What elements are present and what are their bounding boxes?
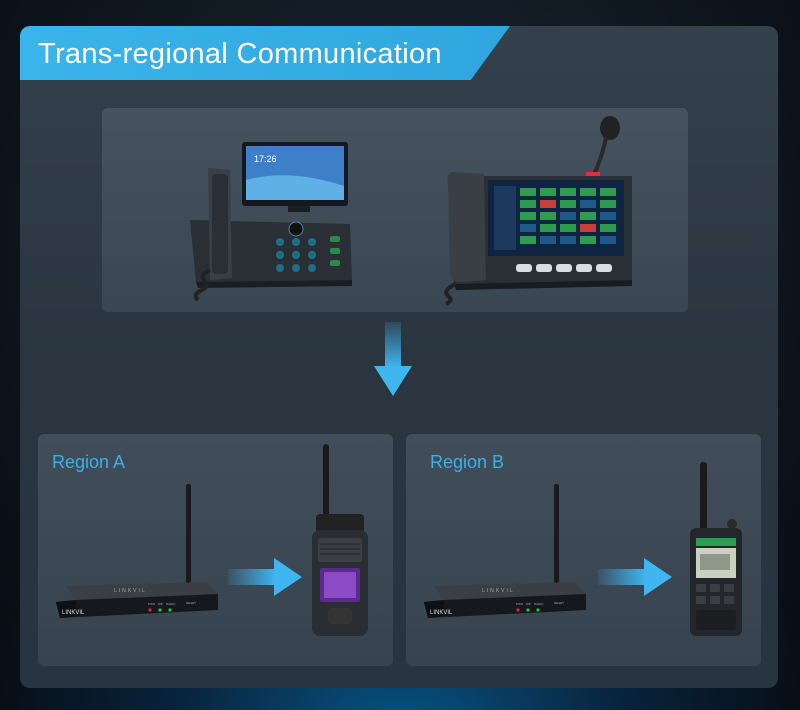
gateway-logo: LINKVIL [430,610,453,616]
svg-text:SIP: SIP [526,602,531,606]
svg-text:PWR: PWR [148,602,156,606]
walkie-talkie-icon [312,444,368,636]
radio-gateway-icon: LINKVIL LINKVIL PWR SIP RADIO RESET [56,484,218,618]
svg-text:PWR: PWR [516,602,524,606]
radio-gateway-icon: LINKVIL LINKVIL PWR SIP RADIO RESET [424,484,586,618]
svg-text:RADIO: RADIO [166,602,176,606]
page-title: Trans-regional Communication [38,38,442,70]
rugged-radio-icon [690,462,742,636]
right-arrow-icon [598,558,672,596]
region-a-label: Region A [52,452,126,472]
ip-desk-phone-icon: 17:26 [190,142,352,302]
svg-text:SIP: SIP [158,602,163,606]
svg-text:RESET: RESET [554,601,564,605]
right-arrow-icon [228,558,302,596]
phone-clock: 17:26 [254,154,277,164]
down-arrow-icon [374,322,412,396]
title-banner [20,26,510,80]
dispatch-console-icon [444,116,632,306]
svg-text:RESET: RESET [186,601,196,605]
svg-text:RADIO: RADIO [534,602,544,606]
gateway-top-brand: LINKVIL [482,588,515,594]
gateway-logo: LINKVIL [62,610,85,616]
region-b-label: Region B [430,452,505,472]
gateway-top-brand: LINKVIL [114,588,147,594]
